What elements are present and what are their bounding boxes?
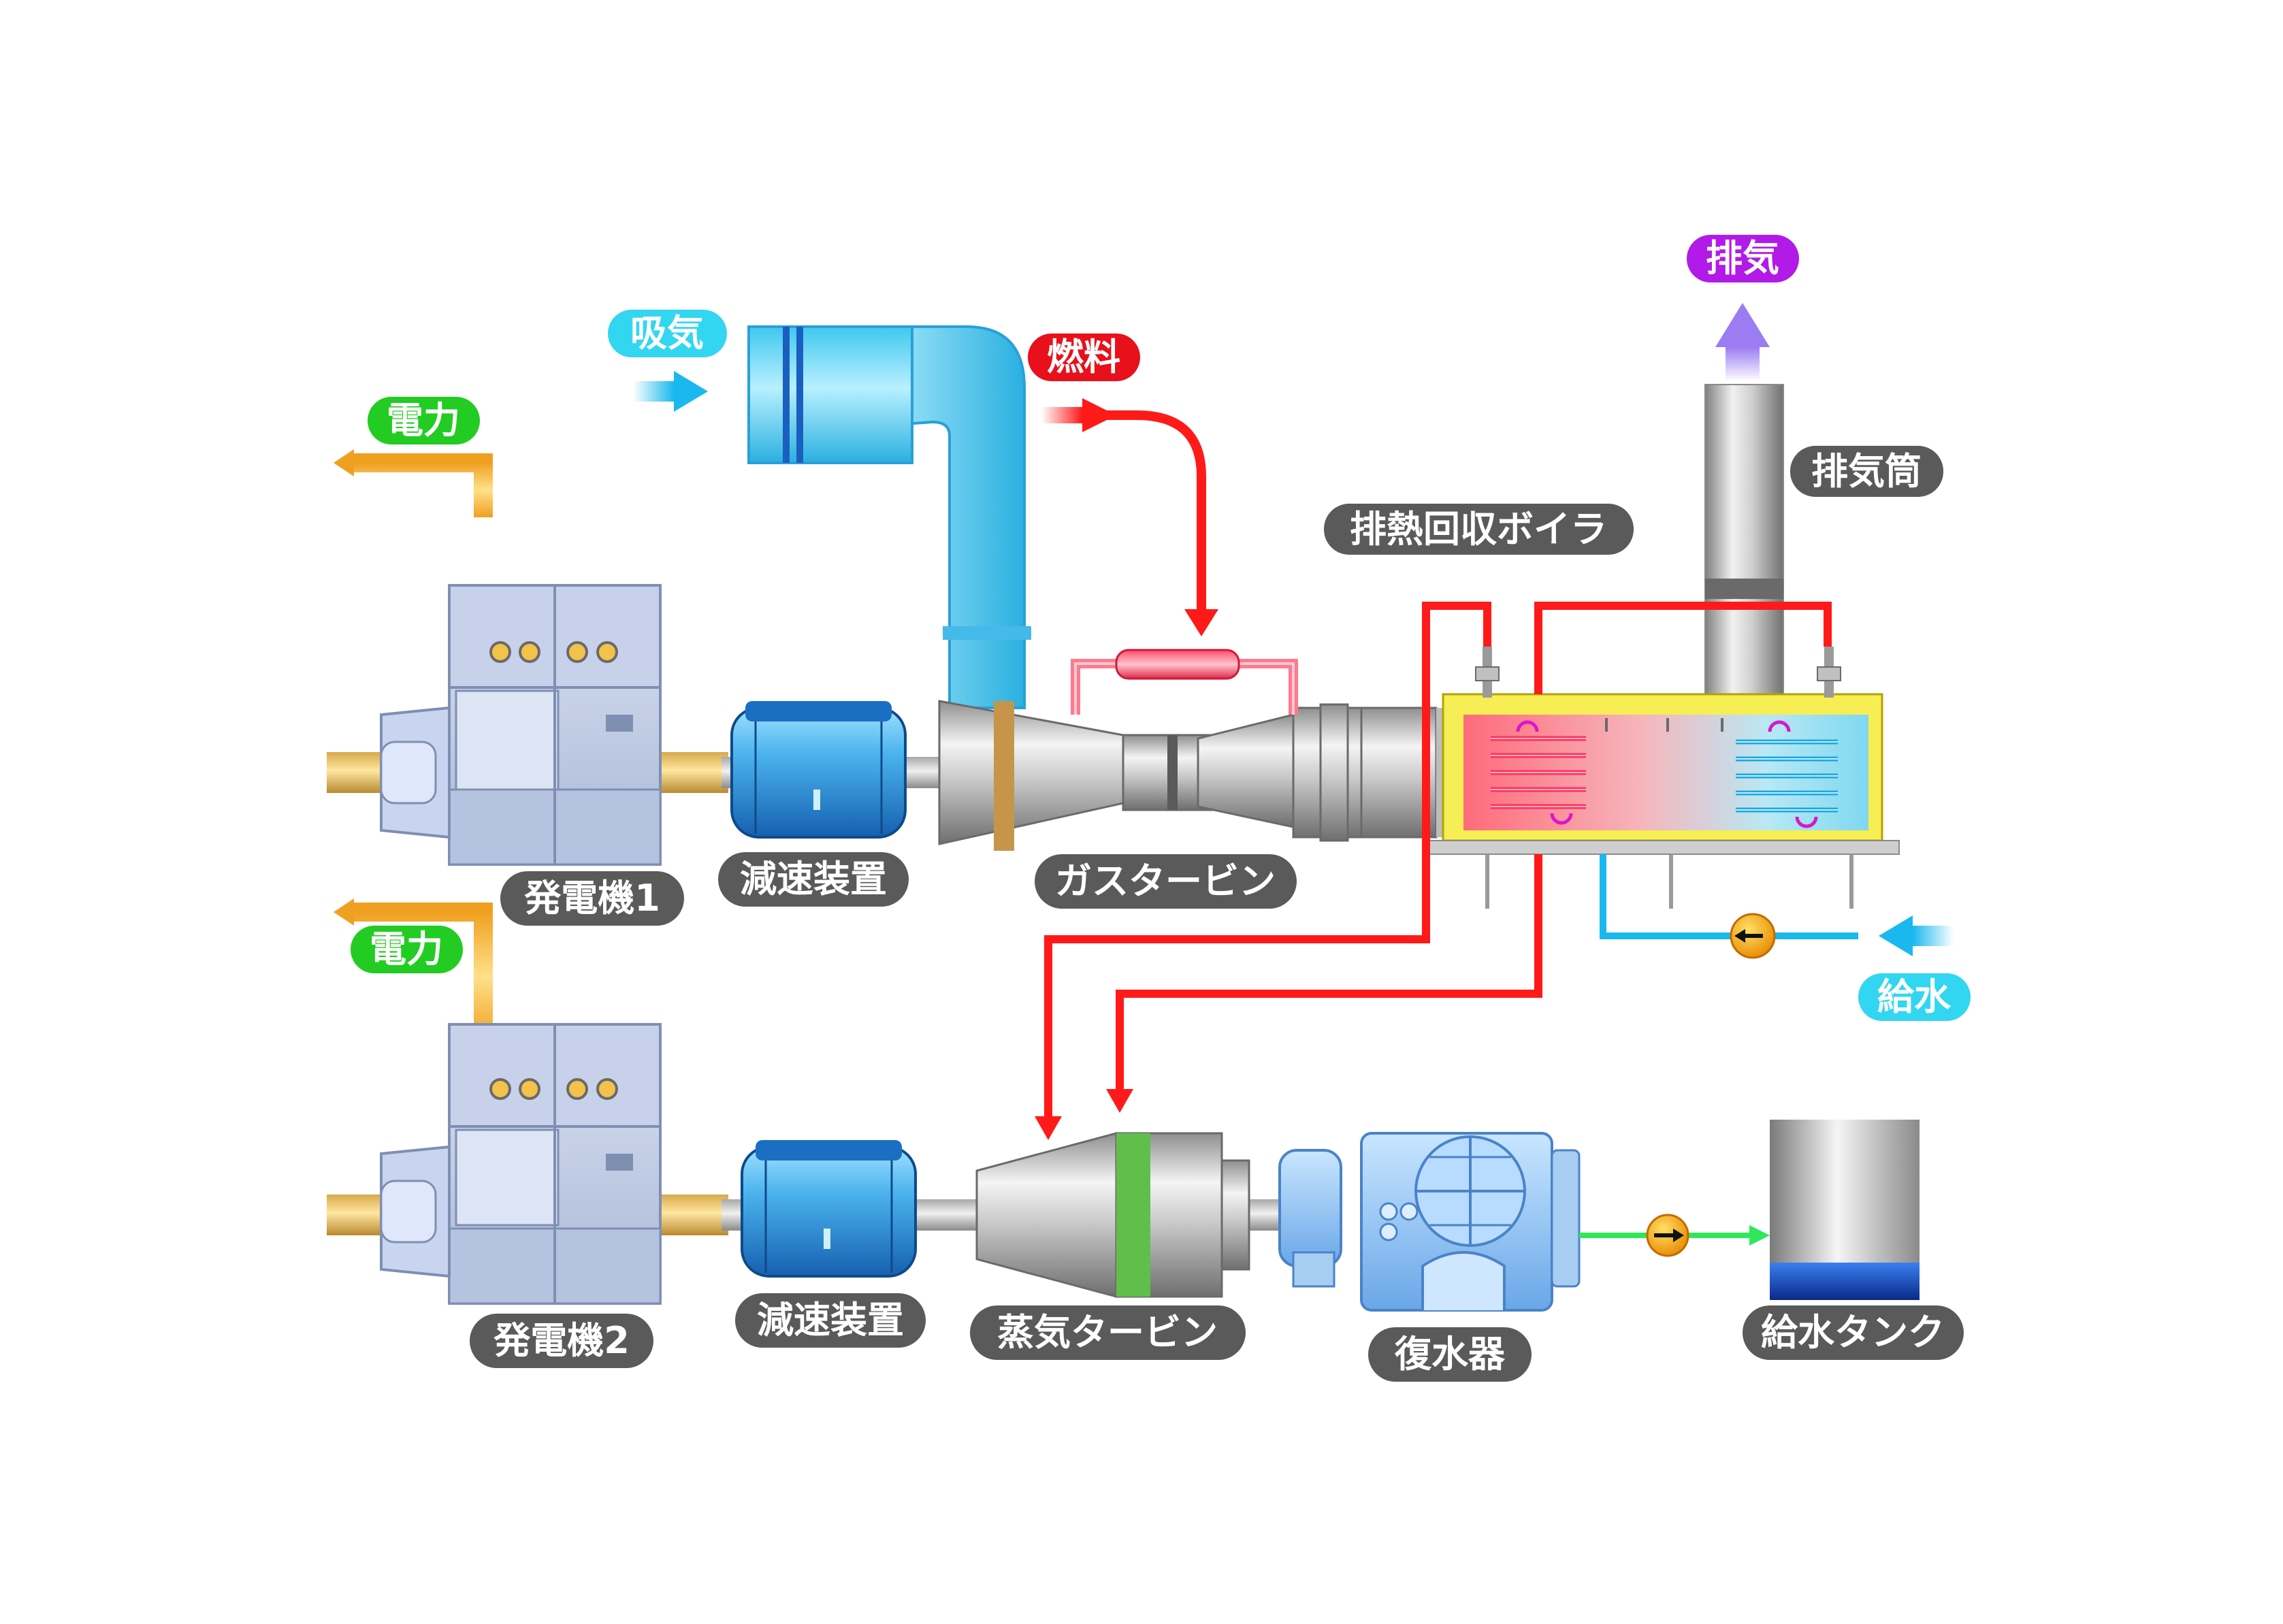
label-power-2: 電力 bbox=[351, 926, 463, 973]
label-exhaust: 排気 bbox=[1687, 235, 1799, 282]
svg-text:電力: 電力 bbox=[370, 928, 443, 971]
svg-text:燃料: 燃料 bbox=[1047, 336, 1120, 378]
label-steam-turbine: 蒸気タービン bbox=[970, 1305, 1246, 1360]
label-condenser: 復水器 bbox=[1368, 1327, 1532, 1382]
gearbox-1 bbox=[730, 701, 907, 839]
svg-text:給水: 給水 bbox=[1877, 975, 1952, 1018]
svg-text:蒸気タービン: 蒸気タービン bbox=[997, 1311, 1218, 1354]
label-power-1: 電力 bbox=[368, 397, 480, 444]
gearbox-2 bbox=[741, 1140, 917, 1278]
label-stack: 排気筒 bbox=[1790, 446, 1943, 497]
fuel-manifold bbox=[1071, 649, 1298, 715]
label-fuel: 燃料 bbox=[1028, 334, 1140, 381]
label-generator-1: 発電機1 bbox=[500, 871, 684, 926]
label-gas-turbine: ガスタービン bbox=[1035, 854, 1297, 909]
svg-text:減速装置: 減速装置 bbox=[757, 1299, 904, 1342]
hrsg-boiler bbox=[1429, 647, 1900, 909]
label-hrsg: 排熱回収ボイラ bbox=[1324, 504, 1634, 555]
svg-text:復水器: 復水器 bbox=[1394, 1333, 1506, 1376]
label-feedwater: 給水 bbox=[1858, 973, 1971, 1021]
exhaust-stack bbox=[1704, 303, 1784, 705]
svg-text:減速装置: 減速装置 bbox=[740, 858, 887, 900]
intake-duct bbox=[747, 325, 1031, 709]
steam-turbine bbox=[975, 1132, 1250, 1298]
power-line-2 bbox=[334, 898, 493, 1041]
condenser bbox=[1278, 1132, 1581, 1312]
svg-text:ガスタービン: ガスタービン bbox=[1055, 860, 1276, 903]
power-line-1 bbox=[334, 449, 493, 517]
feedwater-tank bbox=[1770, 1120, 1920, 1300]
svg-text:排熱回収ボイラ: 排熱回収ボイラ bbox=[1350, 508, 1607, 551]
gas-turbine bbox=[938, 700, 1450, 851]
svg-text:吸気: 吸気 bbox=[630, 312, 704, 355]
steam-arrow-1 bbox=[1035, 1116, 1062, 1140]
generator-2 bbox=[380, 1023, 662, 1305]
condensate-line bbox=[1579, 1214, 1770, 1257]
label-feedwater-tank: 給水タンク bbox=[1743, 1305, 1964, 1360]
feedwater-line bbox=[1600, 854, 1954, 959]
label-intake: 吸気 bbox=[608, 310, 727, 357]
intake-arrow bbox=[633, 371, 708, 412]
svg-text:発電機2: 発電機2 bbox=[493, 1319, 630, 1362]
svg-text:発電機1: 発電機1 bbox=[524, 877, 660, 920]
label-gearbox-2: 減速装置 bbox=[735, 1293, 926, 1348]
svg-text:排気筒: 排気筒 bbox=[1811, 450, 1922, 493]
generator-1 bbox=[380, 584, 662, 866]
steam-arrow-2 bbox=[1106, 1089, 1133, 1113]
fuel-line bbox=[1041, 398, 1218, 636]
steam-lines bbox=[1044, 602, 1832, 1116]
label-generator-2: 発電機2 bbox=[470, 1314, 653, 1368]
label-gearbox-1: 減速装置 bbox=[718, 852, 909, 907]
svg-text:給水タンク: 給水タンク bbox=[1761, 1311, 1945, 1354]
svg-text:電力: 電力 bbox=[387, 399, 460, 442]
svg-text:排気: 排気 bbox=[1706, 237, 1779, 280]
